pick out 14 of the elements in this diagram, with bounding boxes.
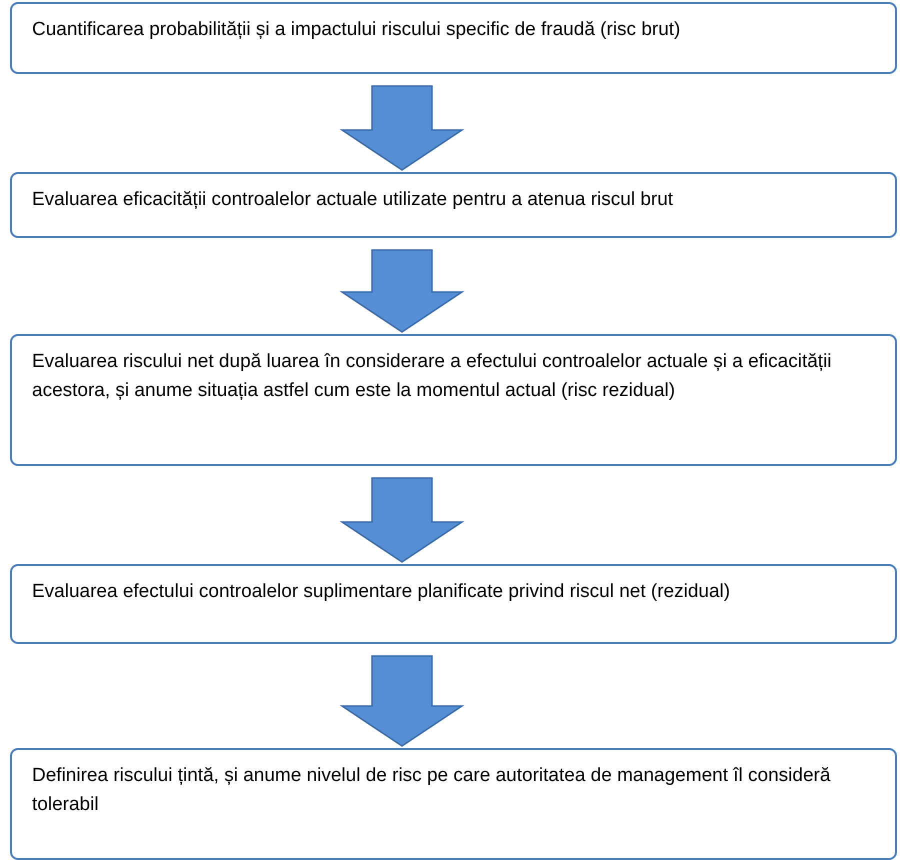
process-box [10, 564, 897, 644]
step-text: Definirea riscului țintă, și anume nivelul de risc pe care autoritatea de management îl consideră tolerabil [32, 764, 832, 816]
block-arrow [340, 249, 464, 333]
block-arrow [340, 655, 464, 747]
process-box [10, 172, 897, 238]
step-text: Evaluarea eficacității controalelor actuale utilizate pentru a atenua riscul brut [32, 188, 674, 212]
process-box [10, 334, 897, 466]
block-arrow [340, 477, 464, 563]
process-box [10, 2, 897, 74]
step-text: Cuantificarea probabilității și a impactului riscului specific de fraudă (risc brut) [32, 18, 682, 42]
step-text: Evaluarea riscului net după luarea în considerare a efectului controalelor actuale și a eficacității acestora, și anume situația astfel cum este la momentul actual (risc rezidual) [32, 350, 833, 402]
process-box [10, 748, 897, 860]
block-arrow [340, 85, 464, 171]
step-text: Evaluarea efectului controalelor suplimentare planificate privind riscul net (rezidual) [32, 580, 732, 604]
